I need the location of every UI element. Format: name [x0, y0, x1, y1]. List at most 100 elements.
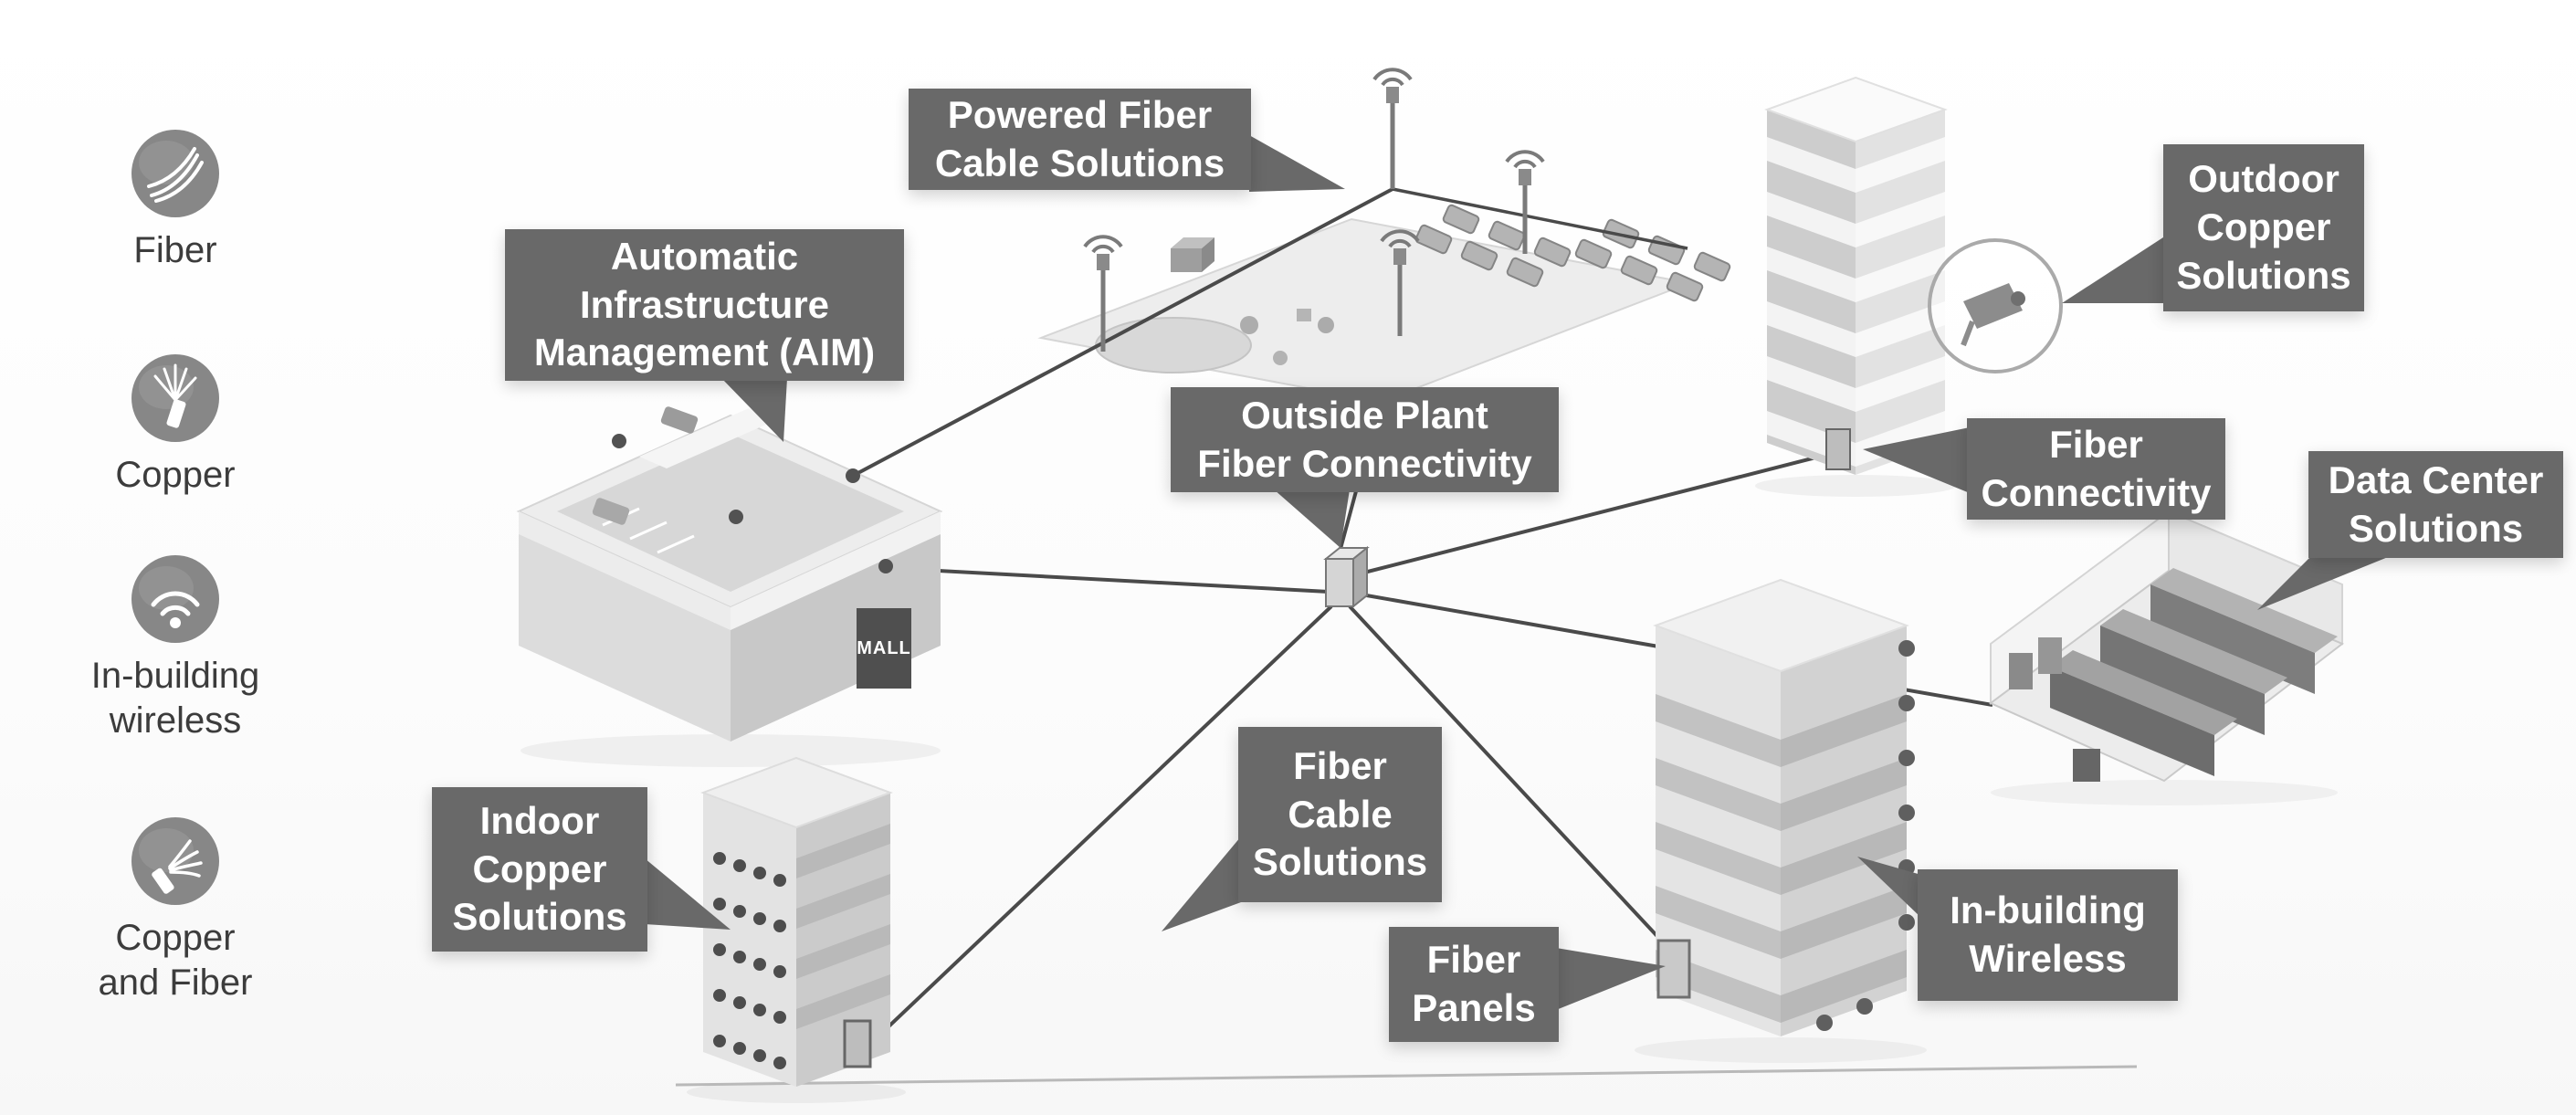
- callout-pointer-indoor-copper: [645, 858, 731, 930]
- legend-label-line: Copper: [115, 455, 236, 495]
- legend-label-line: Copper: [115, 918, 236, 958]
- callout-text-line: Copper: [2196, 205, 2331, 249]
- mall-building: [516, 406, 943, 742]
- rooftop-car: [592, 498, 630, 525]
- legend-label-line: In-building: [90, 656, 260, 696]
- skylight: [639, 408, 776, 468]
- copper-and-fiber-icon: [130, 815, 221, 907]
- line-hub-mall: [887, 566, 1330, 594]
- wireless-signal-icon: [1380, 229, 1420, 243]
- legend-label-line: Fiber: [133, 230, 217, 270]
- line-hub-apartment: [864, 605, 1333, 1050]
- callout-outdoor-copper-solutions: Outdoor Copper Solutions: [2163, 144, 2364, 311]
- callout-pointers: [645, 135, 2392, 1010]
- street-lights: [1083, 68, 1545, 352]
- security-camera-icon: [1963, 283, 2023, 329]
- server-racks: [2050, 568, 2338, 776]
- connection-lines: [852, 187, 1993, 1050]
- legend-label-line: and Fiber: [98, 962, 253, 1003]
- kiosk: [1297, 309, 1311, 321]
- callout-text-line: Fiber: [1293, 743, 1387, 787]
- copper-icon: [130, 352, 221, 444]
- callout-outside-plant-fiber-connectivity: Outside Plant Fiber Connectivity: [1171, 387, 1559, 492]
- callout-automatic-infrastructure-management: Automatic Infrastructure Management (AIM…: [505, 229, 904, 381]
- line-hub-skyscraper: [1352, 450, 1838, 577]
- callout-text-line: In-building: [1950, 889, 2146, 932]
- fiber-icon: [130, 128, 221, 219]
- street-light: [1083, 235, 1123, 352]
- legend-item-copper-and-fiber: Copper and Fiber: [38, 815, 312, 1005]
- callout-data-center-solutions: Data Center Solutions: [2308, 451, 2563, 558]
- hub-node: [1323, 545, 1370, 609]
- wireless-access-point-box: [1171, 237, 1214, 272]
- callout-pointer-outside-plant: [1274, 489, 1350, 548]
- callout-pointer-aim: [721, 378, 787, 442]
- legend-label-line: wireless: [109, 700, 242, 741]
- tree: [1318, 317, 1334, 333]
- callout-text-line: Fiber: [2049, 422, 2143, 466]
- callout-pointer-fiber-connectivity: [1863, 427, 1970, 493]
- apartment-stripe-bands: [796, 824, 890, 1029]
- callout-pointer-data-center: [2257, 555, 2392, 610]
- wireless-signal-icon: [1505, 150, 1545, 163]
- street-light: [1505, 150, 1545, 254]
- skyscraper-window-bands: [1856, 137, 1945, 467]
- callout-text-line: Outside Plant: [1241, 393, 1488, 437]
- callout-text-line: Solutions: [1252, 840, 1428, 884]
- apartment-building: [700, 756, 893, 1087]
- cabinet: [2038, 637, 2062, 674]
- line-mall-streetlight: [852, 187, 1393, 478]
- parked-cars: [1414, 204, 1731, 302]
- callout-text-line: Outdoor: [2188, 157, 2339, 201]
- callout-text-line: Solutions: [2348, 506, 2524, 550]
- legend-item-copper: Copper: [38, 352, 312, 498]
- callout-fiber-panels: Fiber Panels: [1389, 927, 1559, 1042]
- pond: [1095, 317, 1252, 373]
- callout-text-line: Infrastructure: [579, 282, 830, 326]
- ground-line: [675, 1065, 2138, 1087]
- callout-fiber-connectivity: Fiber Connectivity: [1967, 418, 2225, 520]
- skyscraper-building: [1764, 76, 1948, 475]
- callout-pointer-powered-fiber: [1249, 135, 1345, 192]
- rooftop-car: [660, 406, 699, 434]
- callout-text-line: Copper: [472, 847, 607, 890]
- line-hub-office: [1348, 605, 1680, 961]
- apartment-connection-node: [843, 1019, 872, 1068]
- mall-sign: MALL: [857, 608, 911, 689]
- legend-item-in-building-wireless: In-building wireless: [38, 553, 312, 743]
- callout-text-line: Fiber Connectivity: [1197, 441, 1532, 485]
- ground-shadows: [520, 475, 2338, 1103]
- in-building-wireless-icon: [130, 553, 221, 645]
- callout-text-line: Fiber: [1426, 938, 1521, 982]
- callout-text-line: Solutions: [452, 895, 627, 939]
- copper-port-dots: [713, 852, 786, 1069]
- callout-text-line: Data Center: [2328, 458, 2544, 501]
- tree: [1240, 316, 1258, 334]
- callout-fiber-cable-solutions: Fiber Cable Solutions: [1238, 727, 1442, 902]
- legend-label: Copper: [115, 453, 235, 498]
- callout-text-line: Solutions: [2176, 253, 2351, 297]
- callout-text-line: Management (AIM): [533, 331, 876, 374]
- callout-pointer-fiber-panels: [1556, 948, 1666, 1010]
- callout-indoor-copper-solutions: Indoor Copper Solutions: [432, 787, 647, 952]
- office-building: [1653, 578, 1915, 1036]
- tree: [1273, 351, 1288, 365]
- callout-text-line: Cable: [1288, 792, 1393, 836]
- callout-pointer-outdoor-copper: [2062, 236, 2166, 303]
- cabinet: [2009, 653, 2033, 689]
- outdoor-camera-magnifier: [1928, 238, 2063, 373]
- fiber-connectivity-node: [1825, 428, 1851, 470]
- legend-label: Copper and Fiber: [99, 916, 253, 1005]
- callout-text-line: Powered Fiber: [947, 92, 1213, 136]
- street-light: [1380, 229, 1420, 336]
- mall-connection-dots: [612, 434, 893, 573]
- office-stripe-bands: [1781, 694, 1907, 1023]
- legend-label: Fiber: [133, 228, 216, 273]
- data-center-room: [1989, 510, 2344, 783]
- callout-text-line: Indoor: [479, 798, 600, 842]
- callout-text-line: Connectivity: [1981, 470, 2212, 514]
- callout-text-line: Cable Solutions: [934, 141, 1225, 184]
- legend-item-fiber: Fiber: [38, 128, 312, 273]
